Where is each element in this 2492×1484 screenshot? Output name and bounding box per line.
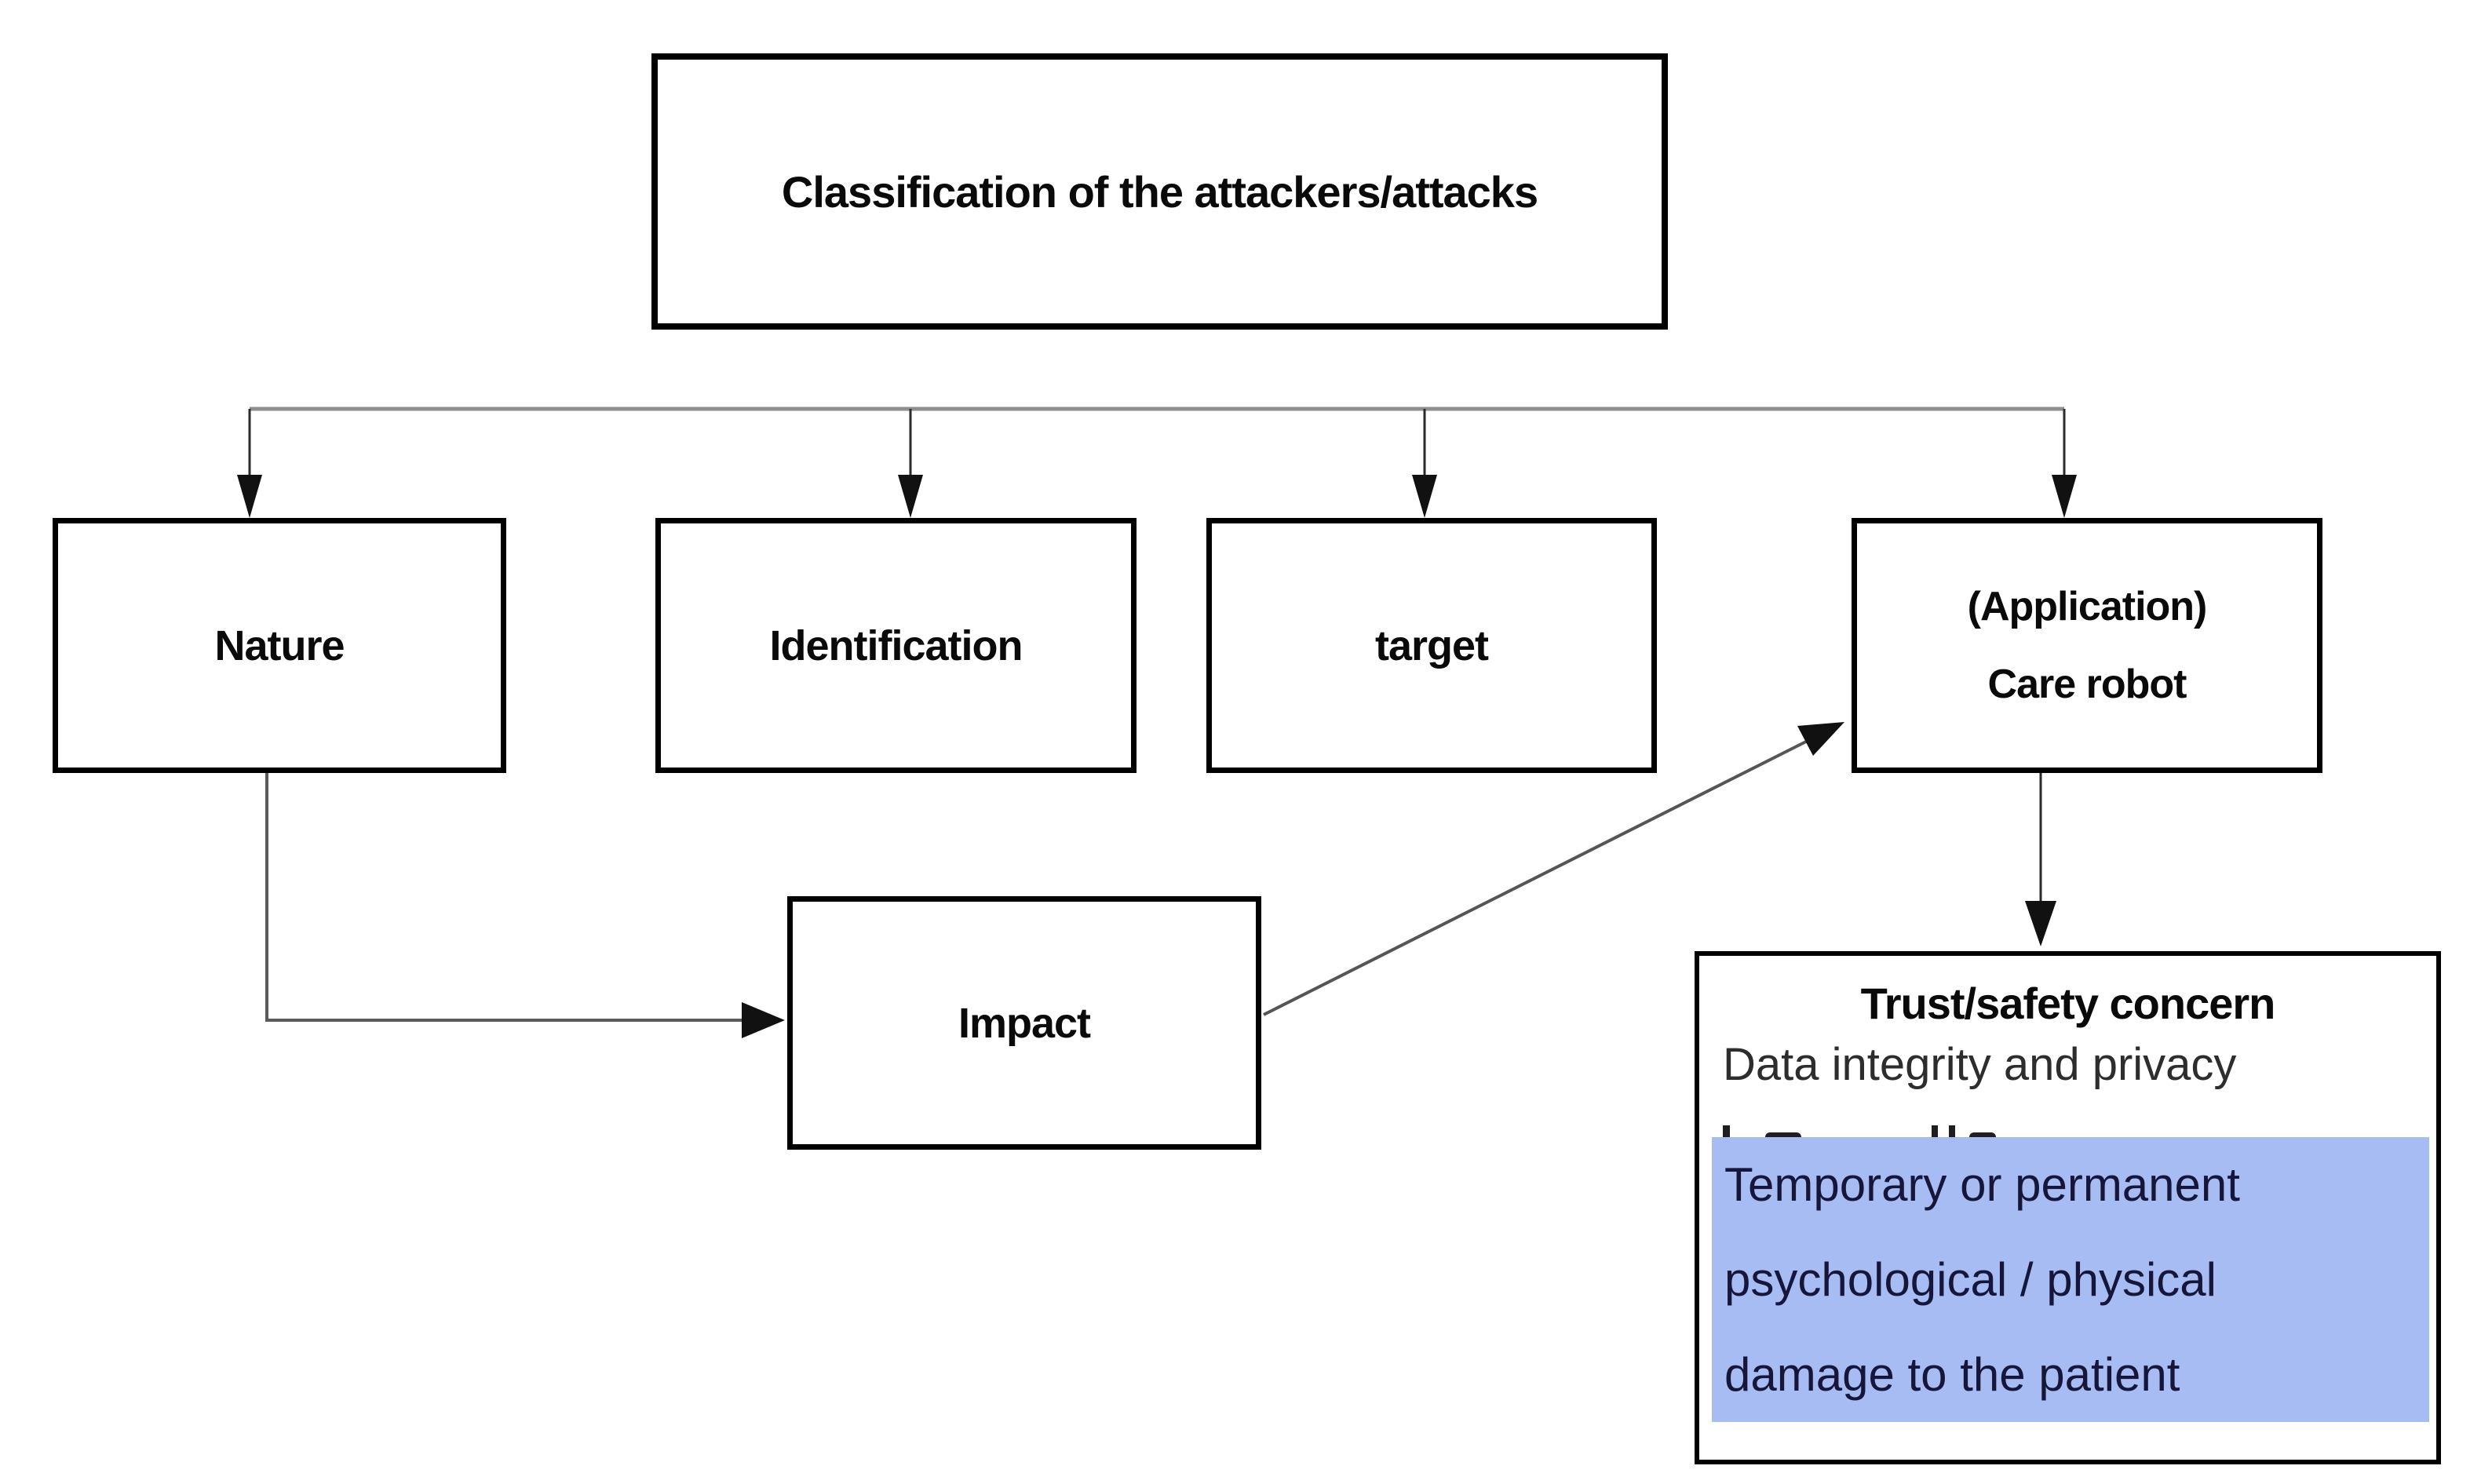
- arrowhead-down-identification: [898, 475, 923, 518]
- box-trust-safety: Trust/safety concern Data integrity and …: [1695, 951, 2441, 1464]
- arrowhead-down-nature: [237, 475, 262, 518]
- root-box-classification: Classification of the attackers/attacks: [651, 53, 1668, 330]
- box-target: target: [1206, 518, 1657, 773]
- box-identification: Identification: [655, 518, 1137, 773]
- trust-highlight-line: Temporary or permanent: [1724, 1158, 2240, 1211]
- arrowhead-down-target: [1412, 475, 1437, 518]
- elbow-line-nature-to-impact: [265, 773, 742, 1022]
- trust-box-title: Trust/safety concern: [1860, 979, 2276, 1028]
- trust-highlight-line: damage to the patient: [1724, 1348, 2180, 1401]
- box-care-robot-label-line2: Care robot: [1987, 661, 2187, 707]
- box-target-label: target: [1374, 622, 1489, 669]
- box-impact-label: Impact: [958, 999, 1091, 1047]
- trust-box-subtitle: Data integrity and privacy: [1723, 1039, 2237, 1090]
- box-nature-label: Nature: [214, 622, 345, 669]
- box-nature: Nature: [53, 518, 506, 773]
- box-impact: Impact: [787, 896, 1261, 1150]
- box-identification-label: Identification: [769, 622, 1023, 669]
- box-care-robot-label-line1: (Application): [1967, 583, 2208, 629]
- box-care-robot: (Application) Care robot: [1852, 518, 2322, 773]
- obscured-text-remnant: [1721, 1125, 2051, 1138]
- arrowhead-right-impact: [742, 1002, 785, 1038]
- root-box-label: Classification of the attackers/attacks: [781, 166, 1538, 217]
- diagonal-line-impact-to-care-robot: [1263, 738, 1810, 1016]
- arrowhead-diagonal-care-robot: [1797, 722, 1844, 756]
- arrowhead-down-trust: [2025, 901, 2056, 946]
- trust-box-highlight: Temporary or permanent psychological / p…: [1712, 1137, 2429, 1422]
- trust-highlight-line: psychological / physical: [1724, 1253, 2217, 1306]
- arrowhead-down-care-robot: [2052, 475, 2077, 518]
